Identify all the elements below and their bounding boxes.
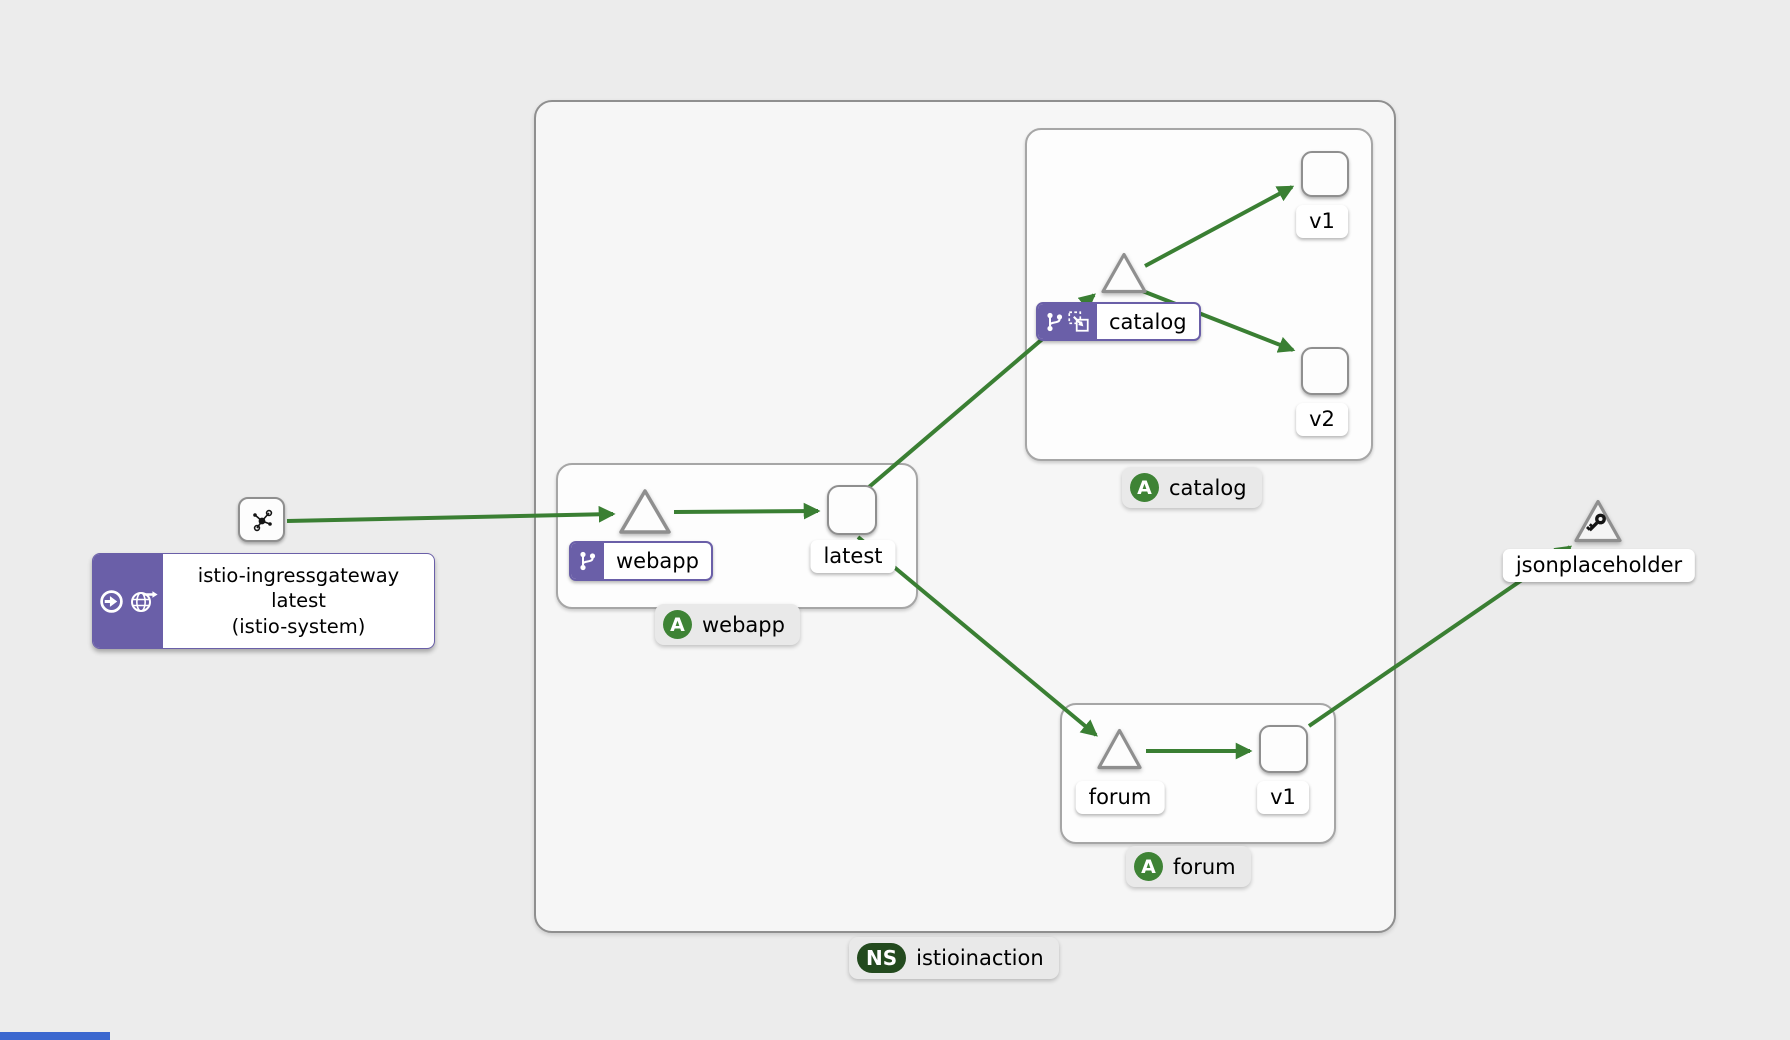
key-icon [1586, 513, 1606, 532]
workload-label-catalog-v1[interactable]: v1 [1296, 205, 1348, 239]
service-node-catalog[interactable] [1100, 251, 1148, 296]
service-label-catalog[interactable]: catalog [1036, 302, 1201, 341]
app-badge: A [1130, 473, 1159, 502]
gateway-globe-icon [130, 591, 158, 612]
app-badge: A [1134, 852, 1163, 881]
namespace-label-text: istioinaction [916, 946, 1044, 970]
app-label-text: catalog [1169, 475, 1247, 500]
node-label-istio-ingressgateway[interactable]: istio-ingressgateway latest (istio-syste… [92, 553, 435, 649]
workload-node-forum-v1[interactable] [1259, 725, 1308, 773]
app-box-label-webapp[interactable]: A webapp [655, 604, 800, 645]
gateway-label-text: istio-ingressgateway latest (istio-syste… [163, 554, 434, 648]
code-branch-icon [580, 551, 596, 571]
node-label-jsonplaceholder[interactable]: jsonplaceholder [1502, 549, 1696, 583]
service-label-text: webapp [616, 549, 699, 573]
namespace-badge: NS [857, 943, 907, 973]
workload-node-catalog-v2[interactable] [1301, 347, 1349, 395]
service-entry-node-jsonplaceholder[interactable] [1573, 498, 1623, 545]
mirroring-icon [1068, 311, 1089, 332]
service-label-text: catalog [1109, 309, 1187, 334]
gateway-name: istio-ingressgateway [197, 563, 400, 587]
app-box-label-forum[interactable]: A forum [1126, 846, 1251, 887]
gateway-badge [93, 554, 163, 648]
workload-label-catalog-v2[interactable]: v2 [1296, 403, 1348, 437]
root-arrow-icon [99, 589, 123, 613]
mesh-topology-icon [252, 509, 272, 531]
bottom-edge-strip [0, 1032, 110, 1040]
workload-node-webapp-latest[interactable] [827, 485, 877, 535]
service-node-webapp[interactable] [618, 487, 672, 537]
service-node-forum[interactable] [1096, 727, 1143, 772]
app-label-text: forum [1173, 854, 1236, 879]
workload-node-catalog-v1[interactable] [1301, 151, 1349, 197]
workload-node-istio-ingressgateway[interactable] [238, 497, 285, 542]
code-branch-icon [1047, 312, 1063, 331]
service-label-webapp[interactable]: webapp [569, 541, 713, 581]
workload-label-latest[interactable]: latest [810, 540, 896, 574]
gateway-namespace: (istio-system) [231, 614, 366, 638]
app-label-text: webapp [702, 612, 785, 637]
workload-label-forum-v1[interactable]: v1 [1257, 781, 1309, 815]
app-badge: A [663, 610, 692, 639]
virtual-service-badge [571, 543, 604, 579]
app-box-label-catalog[interactable]: A catalog [1122, 467, 1262, 508]
gateway-version: latest [271, 589, 326, 613]
namespace-label-istioinaction[interactable]: NS istioinaction [849, 937, 1059, 979]
virtual-service-mirroring-badge [1038, 304, 1097, 339]
service-label-forum[interactable]: forum [1075, 781, 1165, 815]
